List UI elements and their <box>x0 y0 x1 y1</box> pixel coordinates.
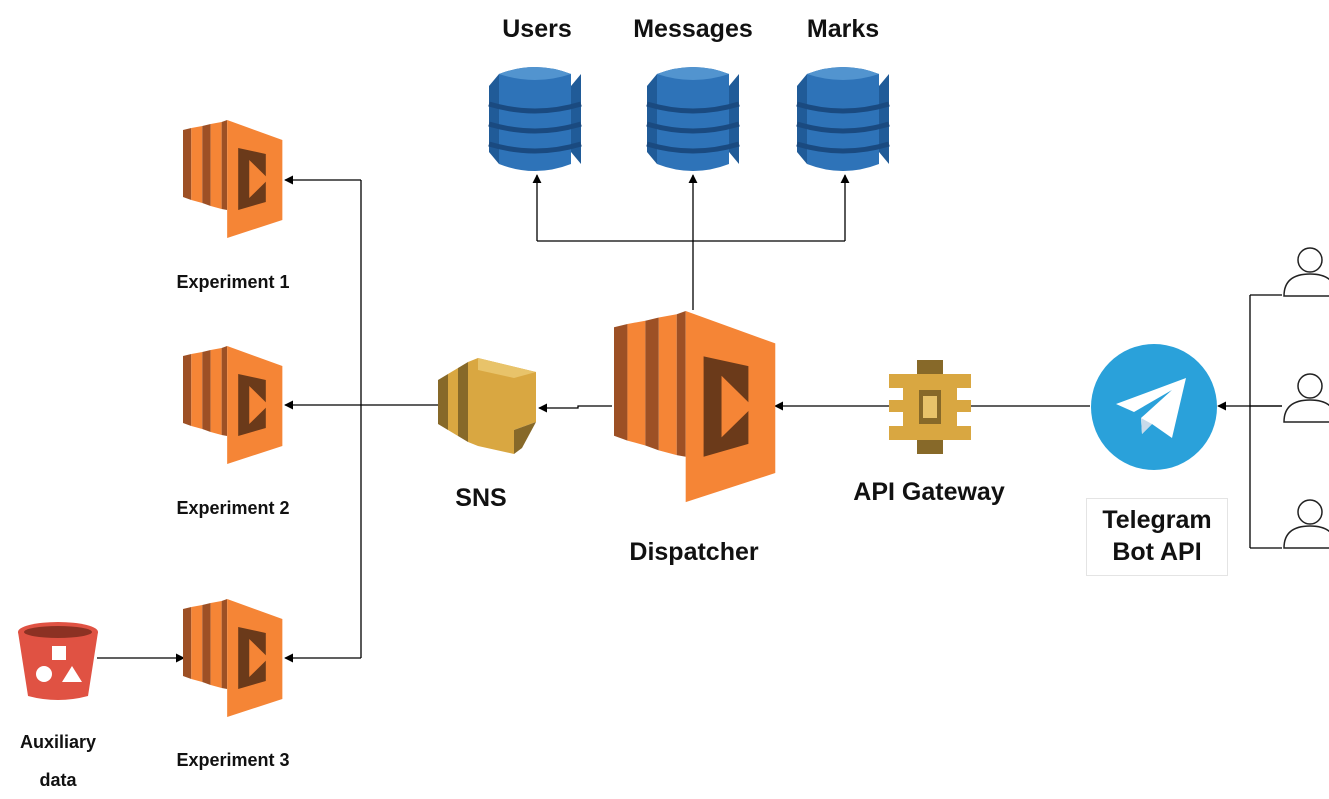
auxiliary-data-label: Auxiliary data <box>0 723 116 799</box>
experiment-2-label: Experiment 2 <box>176 498 290 518</box>
users-db-label: Users <box>502 15 572 43</box>
telegram-label-line-2: Bot API <box>1112 538 1202 566</box>
telegram-label-box: Telegram Bot API <box>1086 498 1228 576</box>
user-1-icon <box>1283 247 1329 297</box>
dispatcher-lambda-icon <box>614 311 776 503</box>
experiment-3-lambda-icon <box>183 599 283 717</box>
telegram-icon <box>1091 344 1217 470</box>
auxiliary-label-line-1: Auxiliary <box>19 732 97 752</box>
experiment-1-lambda-icon <box>183 120 283 238</box>
auxiliary-label-line-2: data <box>39 770 77 790</box>
experiment-1-label: Experiment 1 <box>176 272 290 292</box>
dispatcher-label: Dispatcher <box>629 538 759 566</box>
messages-db-icon <box>647 67 739 171</box>
messages-db-label: Messages <box>633 15 753 43</box>
marks-db-icon <box>797 67 889 171</box>
sns-icon <box>438 358 536 454</box>
api-gateway-label: API Gateway <box>853 478 1005 506</box>
experiment-3-label: Experiment 3 <box>176 750 290 770</box>
s3-bucket-icon <box>18 622 98 700</box>
user-3-icon <box>1283 499 1329 549</box>
api-gateway-icon <box>889 360 971 454</box>
marks-db-label: Marks <box>806 15 880 43</box>
telegram-label-line-1: Telegram <box>1102 506 1212 534</box>
sns-label: SNS <box>455 484 507 512</box>
users-db-icon <box>489 67 581 171</box>
arrow-dispatcher-to-sns <box>538 403 612 413</box>
experiment-2-lambda-icon <box>183 346 283 464</box>
user-2-icon <box>1283 373 1329 423</box>
